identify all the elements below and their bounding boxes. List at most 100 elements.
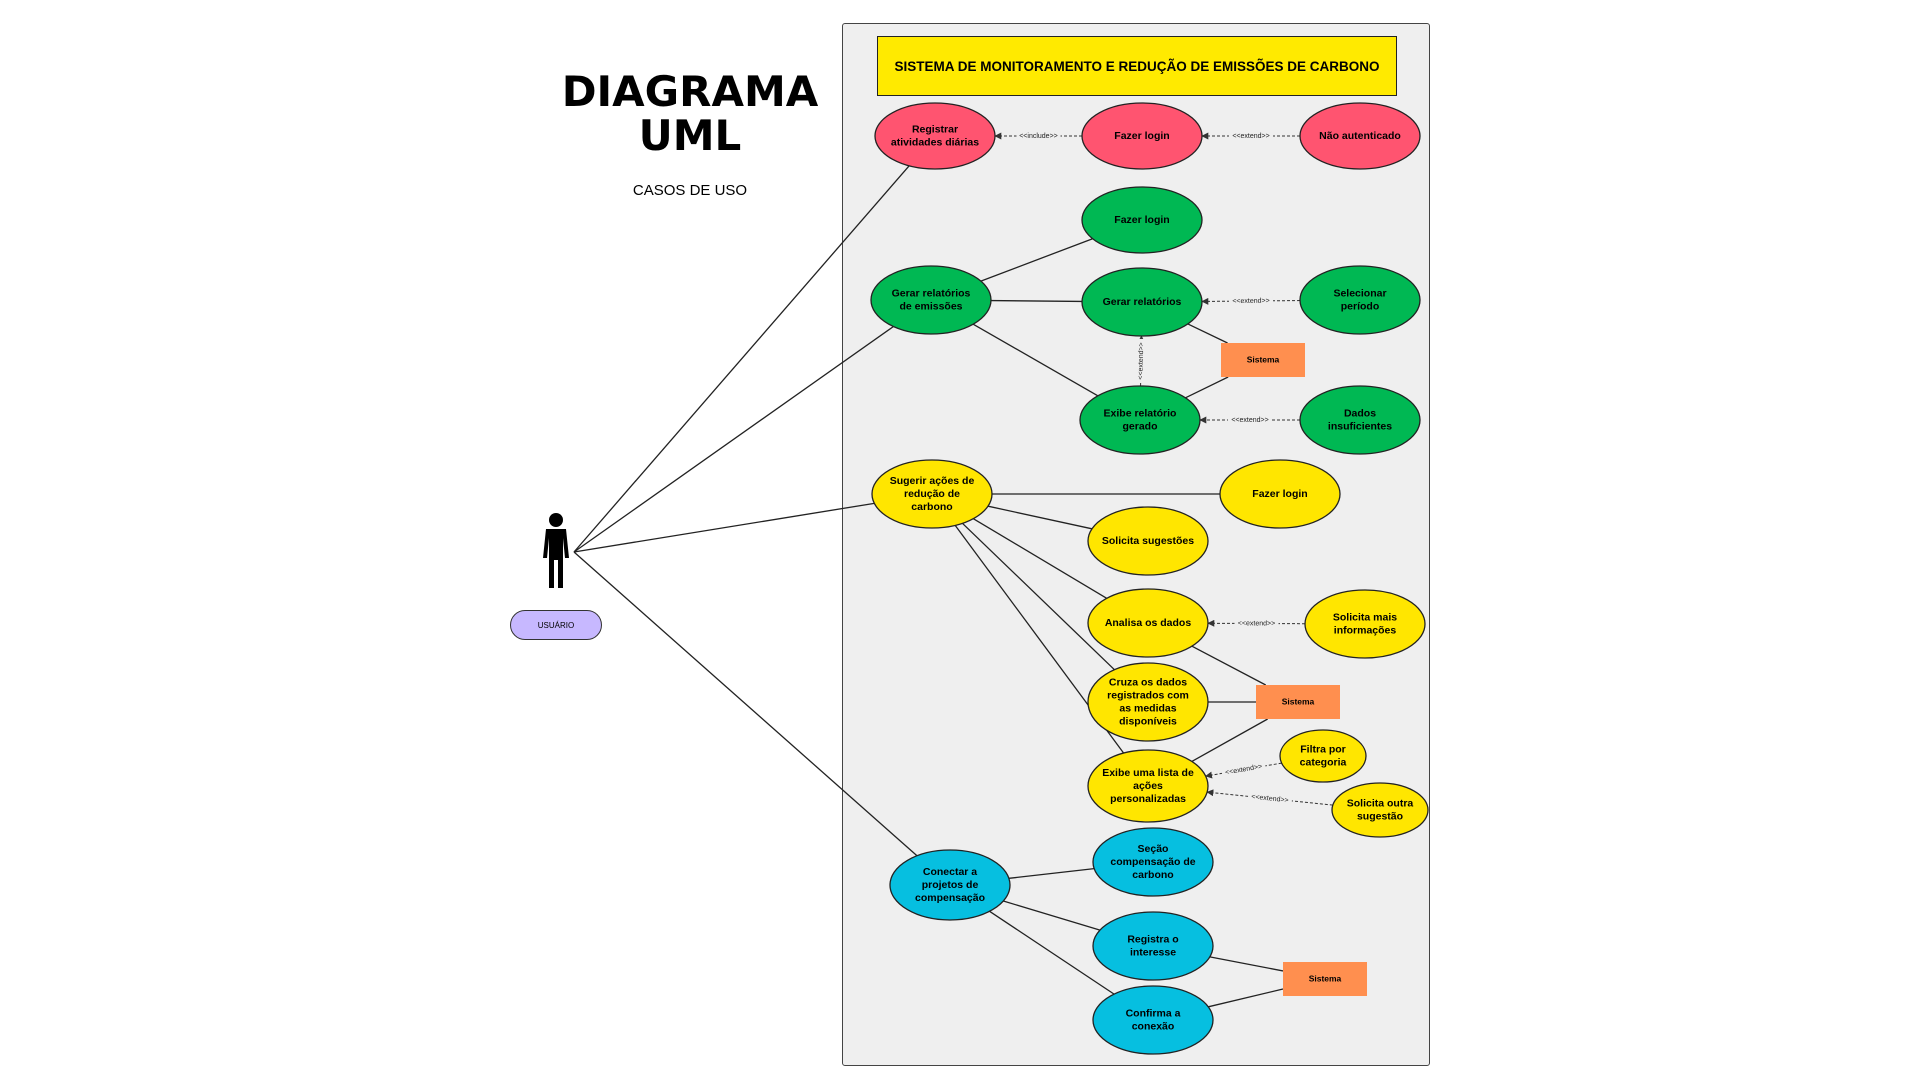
use-case-ellipse <box>1081 267 1203 337</box>
association-line <box>573 502 875 553</box>
use-case-ellipse <box>1299 102 1421 170</box>
association-line <box>1208 988 1284 1008</box>
use-case-label: Exibe uma lista de <box>1102 767 1194 779</box>
use-case-label: Dados <box>1344 407 1376 419</box>
use-case-ellipse <box>1279 729 1367 783</box>
sistema-box: Sistema <box>1283 962 1367 996</box>
use-case-label: Selecionar <box>1333 287 1386 299</box>
use-case-label: Gerar relatórios <box>892 287 971 299</box>
use-case-label: interesse <box>1130 946 1176 958</box>
use-case-label: gerado <box>1122 420 1157 432</box>
use-case-label: período <box>1341 300 1380 312</box>
dependency-label-bg <box>1234 618 1279 629</box>
sistema-label: Sistema <box>1282 696 1315 706</box>
use-case-ellipse <box>1081 102 1203 170</box>
dependency-label-bg <box>1016 131 1061 141</box>
use-case-label: compensação de <box>1110 856 1195 868</box>
use-case-analisa: Analisa os dados <box>1087 588 1209 658</box>
use-case-ellipse <box>874 102 996 170</box>
use-case-label: Analisa os dados <box>1105 617 1192 629</box>
use-case-label: carbono <box>1132 869 1173 881</box>
use-case-label: projetos de <box>922 879 979 891</box>
use-case-label: compensação <box>915 892 985 904</box>
dependency-label: <<include>> <box>1019 133 1058 140</box>
use-case-label: redução de <box>904 488 960 500</box>
sistema-rect <box>1221 343 1305 377</box>
use-case-ellipse <box>1092 985 1214 1055</box>
use-case-ellipse <box>870 265 992 335</box>
use-case-login-yellow: Fazer login <box>1219 459 1341 529</box>
dependency-line <box>1206 789 1333 806</box>
use-case-label: Exibe relatório <box>1104 407 1177 419</box>
use-case-label: as medidas <box>1119 702 1176 714</box>
use-case-label: Fazer login <box>1252 488 1307 500</box>
use-case-label: registrados com <box>1107 689 1189 701</box>
person-icon <box>543 513 569 588</box>
dependency-line <box>1205 762 1282 779</box>
use-case-label: insuficientes <box>1328 420 1392 432</box>
use-case-nao-auth: Não autenticado <box>1299 102 1421 170</box>
use-case-label: Gerar relatórios <box>1103 296 1182 308</box>
association-line <box>1187 323 1228 344</box>
use-case-ellipse <box>889 849 1011 921</box>
use-case-label: Solicita outra <box>1347 797 1414 809</box>
association-line <box>573 165 910 553</box>
use-case-label: Fazer login <box>1114 214 1169 226</box>
dependency-label-bg <box>1247 791 1293 806</box>
use-case-ellipse <box>1081 186 1203 254</box>
association-line <box>1191 645 1267 686</box>
sistema-label: Sistema <box>1247 354 1280 364</box>
use-case-ellipse <box>1331 782 1429 838</box>
use-case-label: Conectar a <box>923 866 977 878</box>
association-line <box>961 522 1115 671</box>
association-line <box>1209 956 1284 972</box>
use-case-label: Registrar <box>912 123 958 135</box>
use-case-label: Fazer login <box>1114 130 1169 142</box>
use-case-ellipse <box>1092 911 1214 981</box>
system-title: SISTEMA DE MONITORAMENTO E REDUÇÃO DE EM… <box>877 36 1397 96</box>
use-case-ellipse <box>1092 827 1214 897</box>
association-line <box>990 299 1083 303</box>
dependency-label: <<extend>> <box>1231 417 1268 424</box>
dependency-label-bg <box>1135 338 1147 384</box>
association-line <box>573 551 918 857</box>
use-case-label: de emissões <box>899 300 962 312</box>
association-line <box>1191 718 1268 763</box>
dependency-label: <<extend>> <box>1251 794 1289 805</box>
use-case-label: Solicita mais <box>1333 611 1397 623</box>
association-line <box>1008 868 1095 879</box>
association-line <box>980 238 1093 282</box>
page-title: DIAGRAMA UML <box>560 70 820 158</box>
use-case-ellipse <box>871 459 993 529</box>
use-case-label: ações <box>1133 780 1163 792</box>
use-case-ellipse <box>1087 506 1209 576</box>
use-case-label: Não autenticado <box>1319 130 1401 142</box>
use-case-label: informações <box>1334 624 1397 636</box>
use-case-label: conexão <box>1132 1020 1175 1032</box>
sistema-box: Sistema <box>1256 685 1340 719</box>
use-case-ellipse <box>1304 589 1426 659</box>
association-line <box>1185 376 1229 399</box>
sistema-label: Sistema <box>1309 973 1342 983</box>
use-case-label: Registra o <box>1127 933 1178 945</box>
use-case-ellipse <box>1087 588 1209 658</box>
use-case-ellipse <box>1079 385 1201 455</box>
dependency-label-bg <box>1221 760 1267 779</box>
use-case-login-green: Fazer login <box>1081 186 1203 254</box>
association-line <box>972 323 1099 397</box>
use-case-label: Filtra por <box>1300 743 1346 755</box>
page-subtitle: CASOS DE USO <box>632 182 748 199</box>
association-line <box>989 910 1115 995</box>
use-case-label: atividades diárias <box>891 136 979 148</box>
